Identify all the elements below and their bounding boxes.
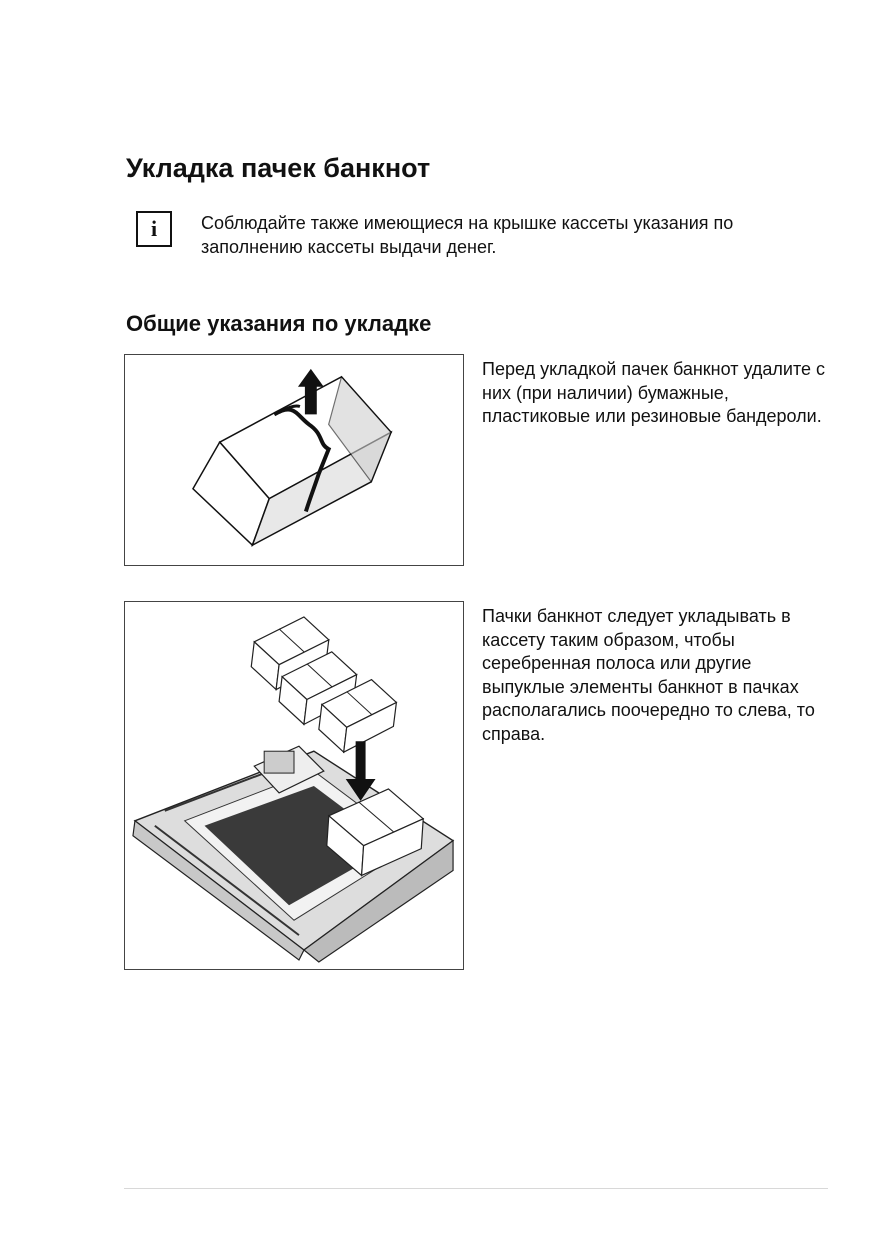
footer-divider <box>124 1188 828 1189</box>
page-title: Укладка пачек банкнот <box>126 153 431 183</box>
info-note-text: Соблюдайте также имеющиеся на крышке кас… <box>201 213 734 257</box>
banknote-bundle-illustration <box>124 354 464 566</box>
info-icon: i <box>136 211 172 247</box>
section-2-text: Пачки банкнот следует укладывать в кассе… <box>482 606 815 744</box>
cassette-drawing <box>132 616 455 963</box>
section-heading: Общие указания по укладке <box>126 311 432 336</box>
section-1-text: Перед укладкой пачек банкнот удалите с н… <box>482 359 825 426</box>
band-removal-drawing <box>192 368 393 547</box>
cassette-loading-illustration <box>124 601 464 970</box>
